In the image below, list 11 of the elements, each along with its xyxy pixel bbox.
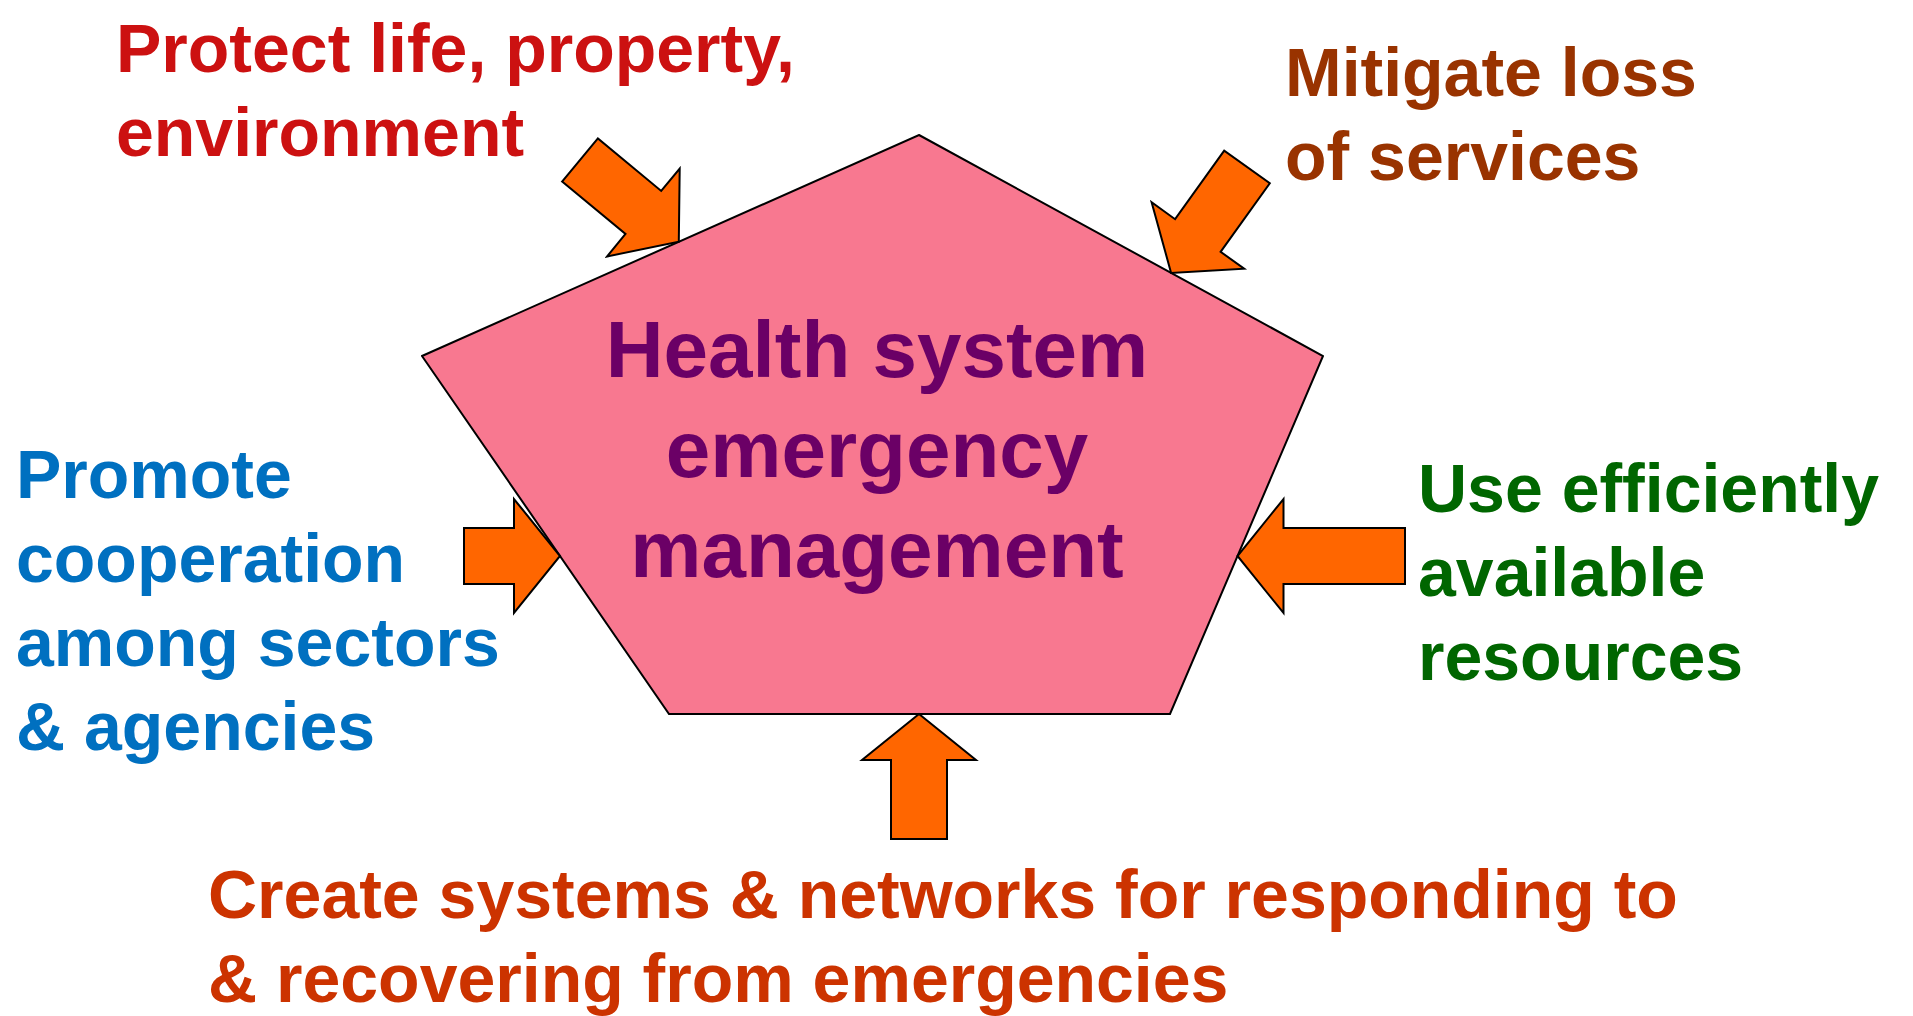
block-arrow <box>1236 496 1406 616</box>
block-arrow <box>859 712 979 840</box>
goal-text: Mitigate loss of services <box>1285 33 1698 196</box>
center-title: Health system emergency management <box>604 304 1150 596</box>
block-arrow <box>560 137 681 258</box>
goal-text: Use efficiently available resources <box>1418 449 1881 696</box>
goal-text: Create systems & networks for responding to & recovering from emergencies <box>208 855 1679 1016</box>
block-arrow <box>1149 149 1272 274</box>
goal-text: Promote cooperation among sectors & agencies <box>16 435 501 766</box>
goal-text: Protect life, property, environment <box>116 9 796 172</box>
block-arrow <box>463 496 562 616</box>
